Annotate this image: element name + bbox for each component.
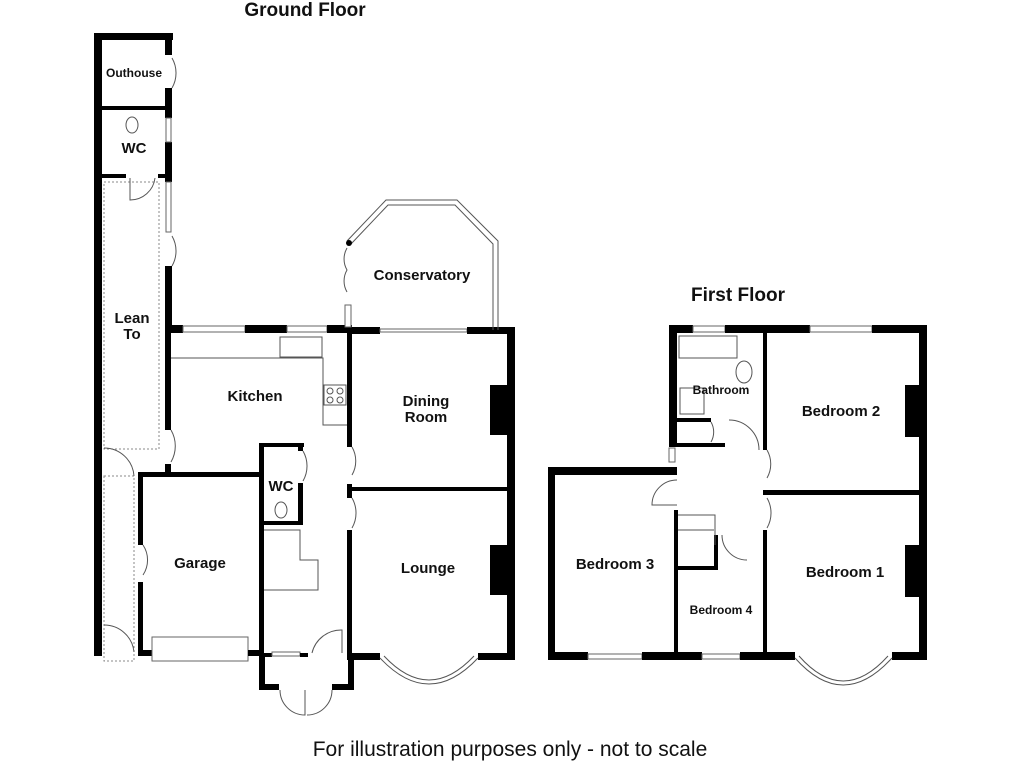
ground-floor-walls	[94, 33, 515, 690]
room-label-bedroom-2: Bedroom 2	[802, 403, 880, 420]
room-label-kitchen: Kitchen	[227, 388, 282, 405]
toilet-icon	[125, 116, 139, 134]
room-label-wc-outside: WC	[122, 140, 147, 157]
room-label-bathroom: Bathroom	[693, 383, 750, 397]
toilet-icon	[735, 360, 753, 384]
shower-icon	[679, 387, 705, 415]
ground-floor-title: Ground Floor	[244, 0, 366, 21]
room-label-wc-inside: WC	[269, 478, 294, 495]
first-floor-title: First Floor	[691, 285, 786, 306]
room-label-lean-to-1: Lean	[114, 310, 149, 327]
first-floor-fixtures	[678, 335, 753, 545]
room-label-bedroom-3: Bedroom 3	[576, 556, 654, 573]
room-label-bedroom-1: Bedroom 1	[806, 564, 884, 581]
conservatory-glazing	[344, 199, 499, 330]
ground-floor-fixtures	[125, 116, 347, 591]
first-floor-doors	[651, 419, 772, 561]
room-label-conservatory: Conservatory	[374, 267, 471, 284]
ground-floor-doors	[103, 57, 357, 716]
room-label-outhouse: Outhouse	[106, 66, 162, 80]
hob-icon	[323, 384, 347, 406]
stairs-icon	[264, 529, 319, 591]
bath-icon	[678, 335, 738, 359]
first-floor-walls	[548, 325, 927, 686]
room-label-garage: Garage	[174, 555, 226, 572]
room-label-dining-2: Room	[405, 409, 448, 426]
sink-icon	[279, 336, 323, 358]
room-label-lounge: Lounge	[401, 560, 455, 577]
room-label-lean-to-2: To	[123, 326, 140, 343]
room-label-dining-1: Dining	[403, 393, 450, 410]
toilet-icon	[274, 501, 288, 519]
room-label-bedroom-4: Bedroom 4	[690, 603, 753, 617]
disclaimer-footer: For illustration purposes only - not to …	[313, 738, 708, 761]
